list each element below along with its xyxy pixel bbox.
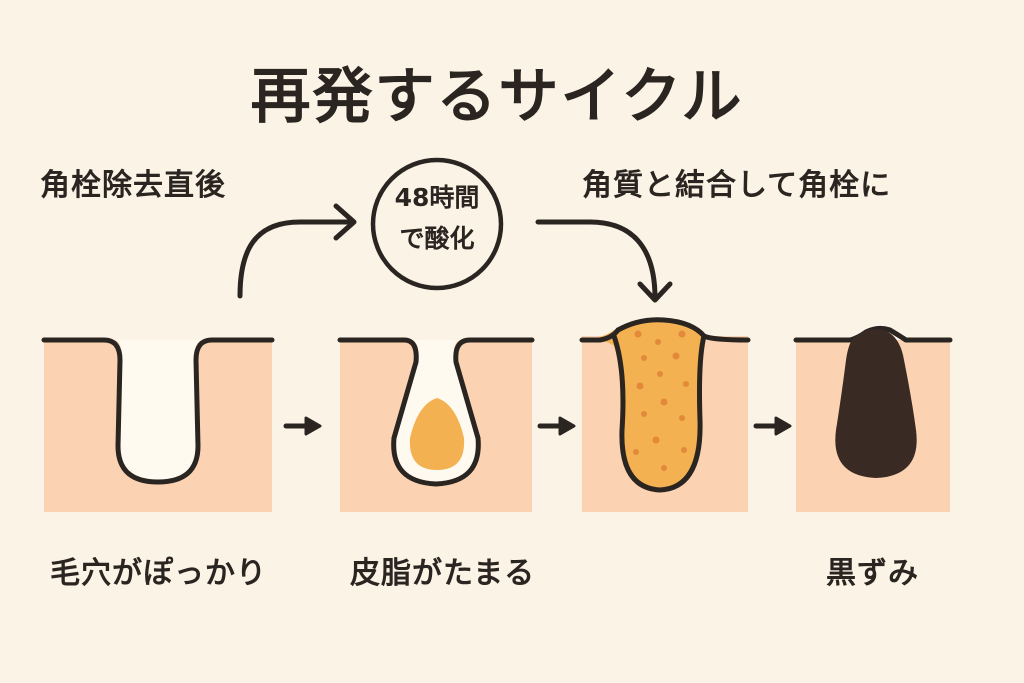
- oxidation-time-text: 48時間: [374, 180, 500, 216]
- arrow-3-icon: [756, 418, 790, 434]
- arrow-1-icon: [286, 418, 320, 434]
- stage-1-label: 毛穴がぽっかり: [50, 548, 267, 592]
- stage-2-label: 皮脂がたまる: [350, 548, 535, 592]
- stage-1-empty-pore: [44, 340, 272, 512]
- curve-arrow-right: [538, 222, 655, 298]
- stage-4-blackhead: [796, 328, 950, 512]
- stage-3-keratin-plug: [582, 320, 748, 512]
- oxidation-text: で酸化: [374, 221, 500, 257]
- stage-2-sebum-pore: [340, 340, 532, 512]
- arrow-2-icon: [540, 418, 574, 434]
- curve-arrow-left: [240, 222, 352, 296]
- stage-4-label: 黒ずみ: [826, 548, 919, 592]
